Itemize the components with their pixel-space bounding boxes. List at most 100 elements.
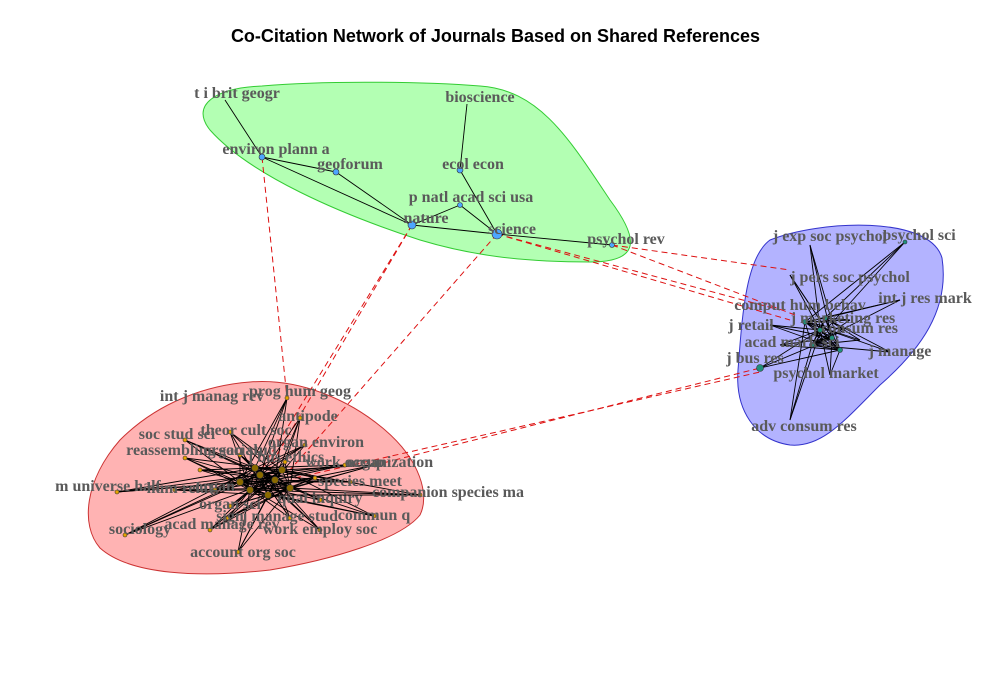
- label-sociology: sociology: [109, 521, 171, 538]
- label-m-universe-half: m universe half: [55, 478, 161, 495]
- edge-science-blue-2: [496, 233, 791, 321]
- label-science: science: [488, 221, 536, 238]
- label-acad-mark-sci: acad mark sci: [744, 334, 840, 351]
- red-edge: [289, 464, 376, 489]
- label-int-j-manag-rev: int j manag rev: [160, 388, 264, 405]
- label-work-occup: work occup: [305, 454, 385, 471]
- node-psychol-rev: [609, 242, 615, 248]
- red-edge: [209, 489, 251, 531]
- red-edge: [199, 469, 241, 483]
- red-edge: [259, 397, 288, 476]
- blue-edge: [804, 319, 851, 323]
- cluster-green-hull: [202, 81, 631, 263]
- label-account-org-soc: account org soc: [190, 544, 296, 561]
- blue-edge: [759, 329, 821, 369]
- blue-edge: [789, 274, 821, 331]
- green-nodes: [258, 153, 615, 248]
- node-red: [237, 452, 243, 458]
- label-organ-stud: organ stud: [203, 442, 276, 459]
- node-red: [172, 487, 178, 493]
- red-edge: [239, 481, 269, 496]
- blue-labels: j exp soc psychol psychol sci j pers soc…: [725, 227, 972, 435]
- label-work-employ-soc: work employ soc: [263, 521, 378, 538]
- blue-edge: [779, 344, 841, 351]
- label-prog-hum-geog: prog hum geog: [249, 383, 351, 400]
- node-blue-hub: [802, 319, 808, 325]
- node-red: [122, 532, 128, 538]
- node-red: [212, 487, 218, 493]
- blue-edge: [779, 329, 821, 346]
- node-red-hub: [236, 478, 244, 486]
- label-ecol-econ: ecol econ: [442, 156, 504, 173]
- node-red: [347, 479, 353, 485]
- red-edge: [267, 487, 291, 496]
- edge-environ-prog: [261, 156, 288, 399]
- node-red-hub: [246, 486, 254, 494]
- label-reassembling-social: reassembling social: [126, 442, 258, 459]
- red-edge: [254, 464, 346, 469]
- node-psychol-sci: [902, 239, 908, 245]
- node-red-hub: [251, 464, 259, 472]
- blue-edge: [824, 317, 846, 331]
- label-sign: sign: [216, 508, 244, 525]
- node-geoforum: [332, 168, 340, 176]
- label-j-manage: j manage: [868, 343, 932, 360]
- red-edge: [259, 464, 346, 476]
- node-red: [225, 515, 231, 521]
- label-j-exp-soc-psychol: j exp soc psychol: [772, 228, 888, 245]
- label-antipode: antipode: [278, 408, 338, 425]
- blue-edge: [811, 319, 851, 346]
- edge-science-blue: [496, 233, 781, 311]
- blue-edge: [811, 344, 841, 351]
- red-edge: [249, 469, 283, 491]
- node-red-hub: [271, 476, 279, 484]
- label-j-manage-stud: j manage stud: [241, 508, 338, 525]
- label-t-i-brit-geogr: t i brit geogr: [194, 85, 280, 102]
- blue-edge: [809, 244, 833, 339]
- label-geoforum: geoforum: [317, 156, 383, 173]
- label-qual-inquiry: qual inquiry: [278, 490, 363, 507]
- red-edge: [199, 469, 276, 481]
- blue-edge: [811, 241, 906, 346]
- red-edge: [209, 494, 269, 531]
- label-psychol-sci: psychol sci: [882, 227, 956, 244]
- node-red: [197, 467, 203, 473]
- label-comput-hum-behav: comput hum behav: [734, 297, 866, 314]
- red-edge: [289, 487, 421, 496]
- node-red: [182, 455, 188, 461]
- blue-edge: [804, 321, 846, 331]
- edge-psychrev-blue-2: [611, 244, 796, 316]
- label-soc-stud-sci: soc stud sci: [139, 426, 216, 443]
- blue-edge: [804, 321, 891, 353]
- label-theor-cult-soc: theor cult soc: [200, 422, 291, 439]
- red-edge: [227, 489, 251, 519]
- node-red: [342, 462, 348, 468]
- label-environ-plann-a: environ plann a: [222, 141, 329, 158]
- red-edge: [289, 477, 316, 489]
- blue-nodes: [756, 239, 908, 372]
- node-blue-hub: [822, 315, 828, 321]
- blue-edge: [789, 317, 826, 421]
- node-red: [227, 429, 233, 435]
- label-int-j-res-mark: int j res mark: [878, 290, 972, 307]
- label-j-bus-ethics: j bus ethics: [247, 449, 324, 466]
- red-edge: [289, 487, 375, 517]
- node-red: [282, 459, 288, 465]
- red-edge: [281, 469, 316, 479]
- blue-edge: [811, 329, 846, 346]
- red-nodes: [114, 395, 423, 555]
- red-edges: [116, 397, 421, 553]
- blue-edge: [804, 321, 841, 351]
- node-science: [491, 228, 503, 240]
- label-adv-consum-res: adv consum res: [751, 418, 857, 435]
- blue-edge: [824, 241, 906, 319]
- blue-edge: [759, 349, 841, 369]
- blue-edge: [804, 321, 813, 346]
- label-nature: nature: [403, 210, 448, 227]
- blue-edge: [814, 334, 841, 351]
- red-edge: [184, 439, 256, 469]
- blue-edge: [811, 337, 833, 346]
- red-edge: [199, 467, 256, 471]
- node-red-hub: [278, 466, 286, 474]
